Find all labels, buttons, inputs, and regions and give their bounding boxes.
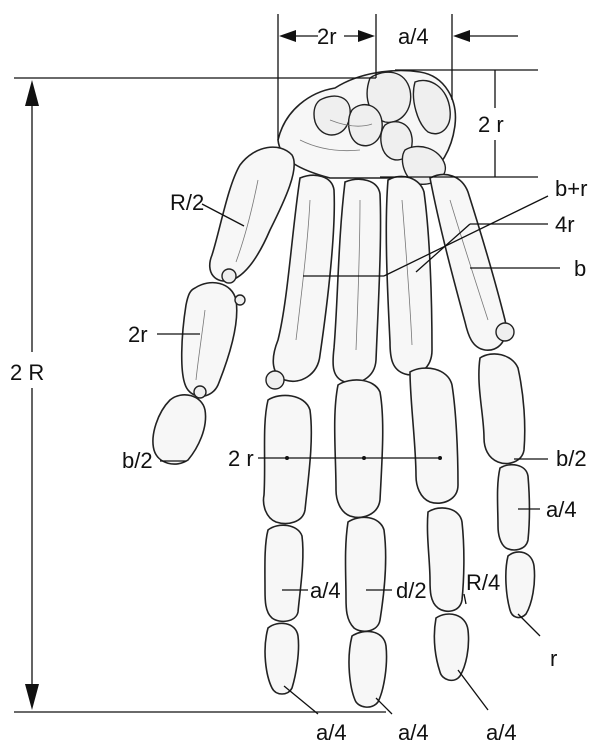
label-thumb-2r: 2r (128, 322, 148, 347)
label-bottom-a4-1: a/4 (316, 720, 347, 745)
label-bottom-a4-2: a/4 (398, 720, 429, 745)
label-middle-d2: d/2 (396, 578, 427, 603)
middle-finger-bones (333, 179, 386, 707)
label-4r: 4r (555, 212, 575, 237)
label-left-2R: 2 R (10, 360, 44, 385)
carpal-bones (278, 71, 455, 185)
top-2r-arrow-right (358, 30, 375, 42)
label-right-a4: a/4 (546, 497, 577, 522)
label-thumb-b2: b/2 (122, 448, 153, 473)
label-r: r (550, 646, 557, 671)
label-right-2r: 2 r (478, 112, 504, 137)
label-index-a4: a/4 (310, 578, 341, 603)
top-a4-arrow (453, 30, 470, 42)
leader-bottom-a4-3 (458, 670, 488, 710)
label-R2: R/2 (170, 190, 204, 215)
label-top-2r: 2r (317, 24, 337, 49)
top-2r-arrow-left (279, 30, 296, 42)
label-R4: R/4 (466, 570, 500, 595)
hand-bones (153, 71, 535, 708)
left-2R-arrow-bottom (25, 684, 39, 710)
left-2R-arrow-top (25, 80, 39, 106)
leader-r (518, 614, 540, 636)
label-right-b2: b/2 (556, 446, 587, 471)
label-b: b (574, 256, 586, 281)
leader-bottom-a4-1 (284, 686, 318, 714)
label-top-a4: a/4 (398, 24, 429, 49)
label-mid-2r: 2 r (228, 446, 254, 471)
index-finger-bones (264, 175, 335, 694)
label-bottom-a4-3: a/4 (486, 720, 517, 745)
leader-R4 (464, 594, 466, 604)
label-b-plus-r: b+r (555, 176, 587, 201)
